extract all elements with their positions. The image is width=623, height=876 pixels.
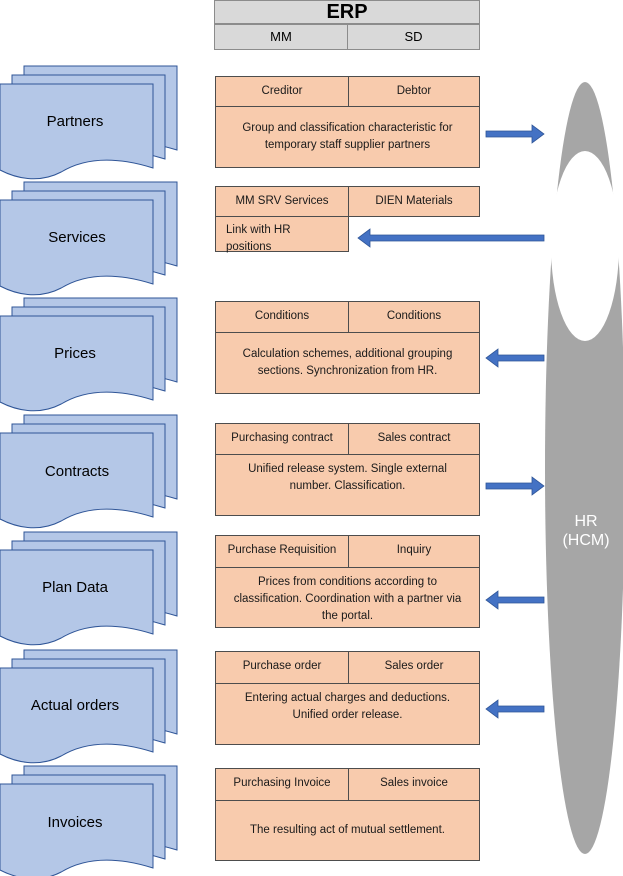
row-partners-sd-cell: Debtor: [348, 76, 480, 107]
row-partners-description: Group and classification characteristic …: [215, 106, 480, 168]
arrow-right-icon: [485, 476, 545, 496]
row-invoices-sd-cell: Sales invoice: [348, 768, 480, 801]
row-plan-data-sd-cell: Inquiry: [348, 535, 480, 568]
hr-label-line2: (HCM): [562, 532, 610, 549]
row-contracts-sd-cell: Sales contract: [348, 423, 480, 455]
document-page-3: [0, 549, 154, 646]
row-prices-sd-cell: Conditions: [348, 301, 480, 333]
document-stack-icon: [0, 181, 178, 296]
row-invoices-description: The resulting act of mutual settlement.: [215, 800, 480, 861]
row-contracts-mm-cell: Purchasing contract: [215, 423, 349, 455]
arrow-left-icon: [357, 228, 545, 248]
row-actual-orders-description: Entering actual charges and deductions. …: [215, 683, 480, 745]
arrow-left-icon: [485, 590, 545, 610]
document-stack-icon: [0, 765, 178, 876]
row-prices-mm-cell: Conditions: [215, 301, 349, 333]
mm-module-header: MM: [214, 24, 348, 50]
arrow-left-icon: [485, 348, 545, 368]
document-stack-icon: [0, 531, 178, 646]
arrow-left-icon: [485, 699, 545, 719]
document-page-3: [0, 667, 154, 764]
document-stack-icon: [0, 297, 178, 412]
document-page-3: [0, 315, 154, 412]
row-contracts-description: Unified release system. Single external …: [215, 454, 480, 516]
sd-module-header: SD: [347, 24, 480, 50]
doc-label-contracts: Contracts: [44, 463, 110, 480]
hr-inner-highlight: [551, 151, 619, 341]
document-page-3: [0, 199, 154, 296]
doc-label-partners: Partners: [46, 113, 104, 130]
doc-label-plan-data: Plan Data: [42, 579, 108, 596]
row-invoices-mm-cell: Purchasing Invoice: [215, 768, 349, 801]
erp-title: ERP: [214, 0, 480, 24]
document-page-3: [0, 83, 154, 180]
row-partners-mm-cell: Creditor: [215, 76, 349, 107]
document-stack-icon: [0, 649, 178, 764]
document-page-3: [0, 432, 154, 529]
hr-hcm-label: HR (HCM): [548, 512, 623, 550]
row-actual-orders-sd-cell: Sales order: [348, 651, 480, 684]
doc-label-services: Services: [48, 229, 106, 246]
doc-label-invoices: Invoices: [47, 814, 103, 831]
document-stack-icon: [0, 65, 178, 180]
hr-label-line1: HR: [574, 513, 598, 530]
row-actual-orders-mm-cell: Purchase order: [215, 651, 349, 684]
document-page-3: [0, 783, 154, 876]
row-prices-description: Calculation schemes, additional grouping…: [215, 332, 480, 394]
doc-label-actual-orders: Actual orders: [30, 697, 120, 714]
row-plan-data-mm-cell: Purchase Requisition: [215, 535, 349, 568]
doc-label-prices: Prices: [54, 345, 96, 362]
row-services-description: Link with HR positions: [215, 216, 349, 253]
row-services-mm-cell: MM SRV Services: [215, 186, 349, 217]
row-services-sd-cell: DIEN Materials: [348, 186, 480, 217]
row-plan-data-description: Prices from conditions according to clas…: [215, 567, 480, 628]
document-stack-icon: [0, 414, 178, 529]
arrow-right-icon: [485, 124, 545, 144]
